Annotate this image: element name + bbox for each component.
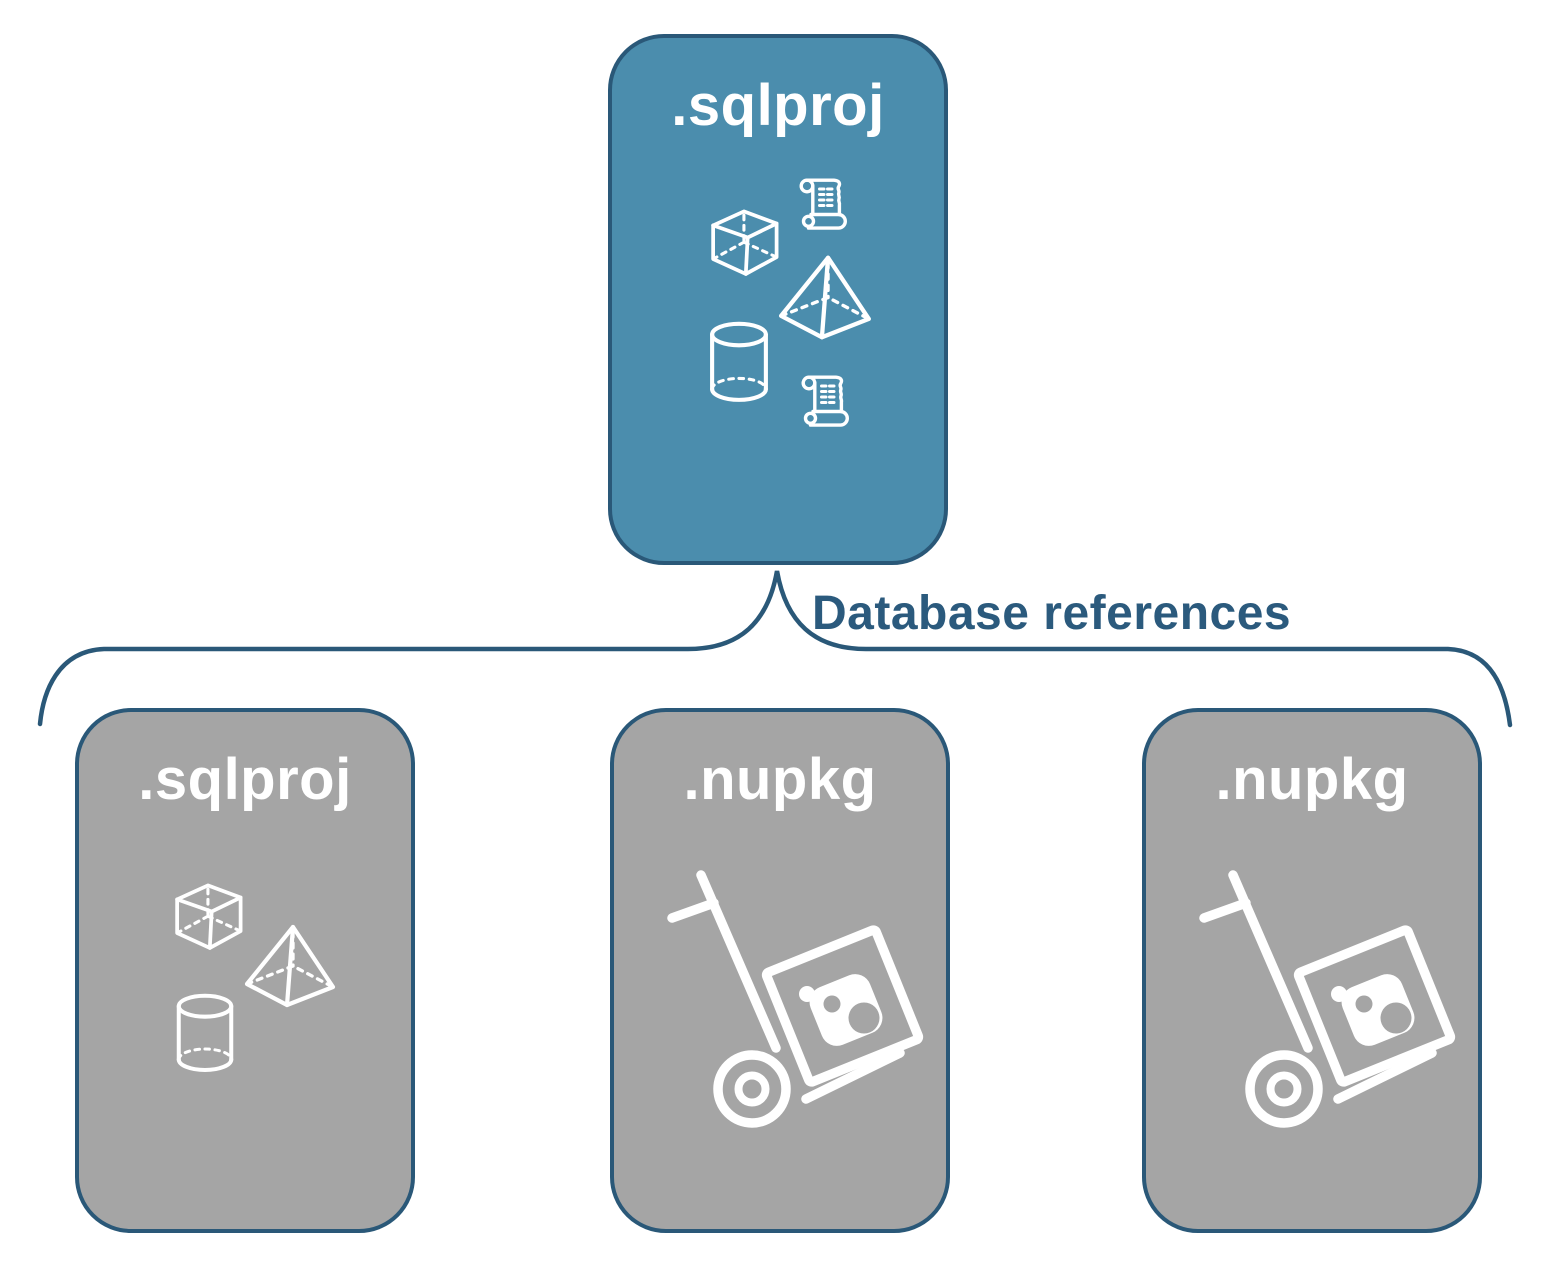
sql-objects-icon-cluster	[692, 178, 902, 427]
hand-truck-icon	[672, 875, 919, 1123]
cylinder-icon	[712, 324, 766, 400]
sqlproj-child-card: .sqlproj	[75, 708, 415, 1233]
hand-truck-package-icon	[1196, 862, 1456, 1137]
pyramid-icon	[247, 927, 333, 1005]
script-scroll-icon	[801, 375, 849, 427]
cube-icon	[175, 883, 243, 950]
nupkg-child-card: .nupkg	[610, 708, 950, 1233]
child-card-title: .nupkg	[1215, 747, 1409, 812]
pyramid-icon	[781, 258, 869, 338]
sql-objects-icon-cluster	[175, 883, 349, 1082]
root-card-title: .sqlproj	[671, 73, 885, 138]
child-card-title: .sqlproj	[138, 747, 352, 812]
nupkg-child-card: .nupkg	[1142, 708, 1482, 1233]
cylinder-icon	[179, 996, 231, 1070]
cube-icon	[711, 209, 779, 276]
script-scroll-icon	[799, 178, 847, 230]
sqlproj-root-card: .sqlproj	[608, 34, 948, 565]
hand-truck-package-icon	[664, 862, 924, 1137]
connector-label: Database references	[812, 587, 1292, 640]
hand-truck-icon	[1204, 875, 1451, 1123]
child-card-title: .nupkg	[683, 747, 877, 812]
